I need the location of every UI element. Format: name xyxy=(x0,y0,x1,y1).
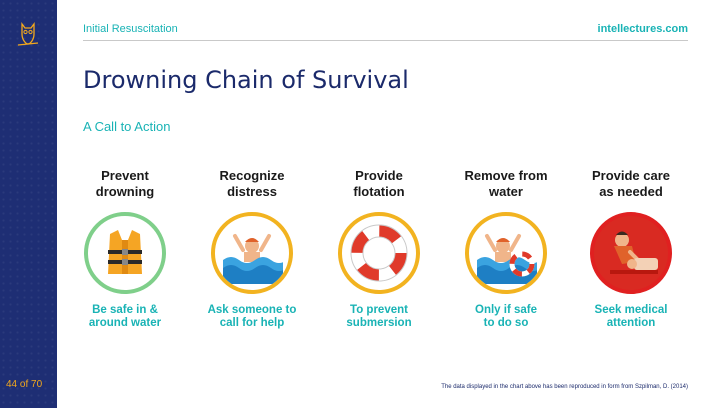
step-description: Ask someone to call for help xyxy=(207,304,297,329)
page-indicator: 44 of 70 xyxy=(6,379,43,390)
sidebar: 44 of 70 xyxy=(0,0,57,408)
step-icon-ring xyxy=(465,212,547,294)
step-title: Prevent drowning xyxy=(95,168,155,199)
section-label: Initial Resuscitation xyxy=(83,23,178,35)
step-icon-ring xyxy=(338,212,420,294)
page-subtitle: A Call to Action xyxy=(83,119,171,134)
step-remove-from-water: Remove from water Only if safe to do so xyxy=(446,168,566,330)
step-description: Seek medical attention xyxy=(594,304,668,329)
footnote: The data displayed in the chart above ha… xyxy=(441,384,688,390)
step-description: Be safe in & around water xyxy=(88,304,162,329)
cpr-icon xyxy=(610,231,658,274)
step-icon-ring xyxy=(84,212,166,294)
step-icon-ring xyxy=(590,212,672,294)
life-ring-icon xyxy=(350,224,408,282)
step-description: To prevent submersion xyxy=(346,304,412,329)
site-label: intellectures.com xyxy=(597,23,688,35)
step-provide-flotation: Provide flotation To prevent submersion xyxy=(319,168,439,330)
drowning-person-icon xyxy=(223,234,283,284)
life-jacket-icon xyxy=(108,230,142,274)
owl-logo-icon xyxy=(17,22,39,46)
header-divider xyxy=(83,40,688,41)
step-prevent-drowning: Prevent drowning Be safe in & around wat… xyxy=(65,168,185,330)
rescue-person-icon xyxy=(477,234,537,284)
step-provide-care: Provide care as needed Seek medical atte… xyxy=(571,168,691,330)
step-title: Remove from water xyxy=(464,168,548,199)
step-description: Only if safe to do so xyxy=(475,304,537,329)
step-title: Provide care as needed xyxy=(591,168,671,199)
step-title: Provide flotation xyxy=(353,168,405,199)
step-title: Recognize distress xyxy=(219,168,285,199)
page-title: Drowning Chain of Survival xyxy=(83,66,409,94)
step-recognize-distress: Recognize distress Ask someone to call f… xyxy=(192,168,312,330)
step-icon-ring xyxy=(211,212,293,294)
